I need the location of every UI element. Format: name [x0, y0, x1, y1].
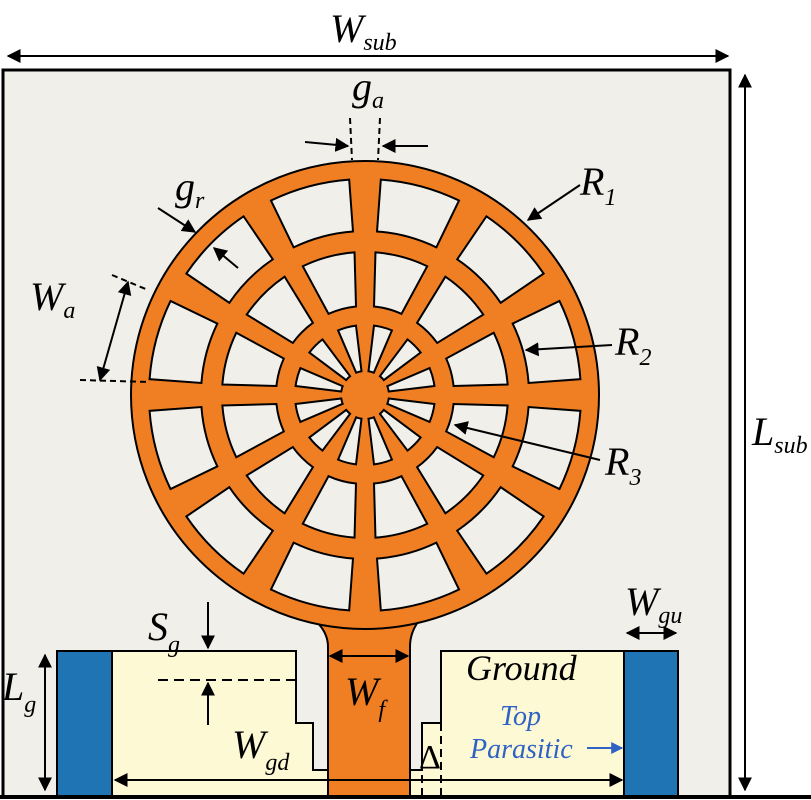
patch-slot [415, 445, 485, 515]
patch-slot [184, 214, 275, 305]
patch-slot [221, 402, 286, 459]
patch-slot [148, 299, 219, 385]
patch-slot [386, 397, 436, 424]
label-w-a: Wa [30, 274, 75, 324]
patch-slot [378, 408, 423, 453]
label-delta: Δ [419, 739, 441, 776]
patch-slot [372, 251, 429, 316]
patch-slot [245, 275, 315, 345]
patch-slot [375, 541, 461, 612]
patch-slot [294, 397, 344, 424]
patch-slot [444, 331, 509, 388]
patch-slot [378, 337, 423, 382]
parasitic-right [623, 650, 679, 798]
g-a-arrow-left [304, 137, 350, 152]
patch-slot [294, 366, 344, 393]
patch-slot [455, 214, 546, 305]
patch-slot [511, 299, 582, 385]
label-w-sub: Wsub [330, 6, 397, 56]
patch-slot [269, 541, 355, 612]
label-s-g: Sg [148, 604, 180, 658]
patch-slot [375, 178, 461, 249]
label-l-g: Lg [1, 664, 36, 718]
label-top: Top [500, 701, 541, 732]
patch-slot [301, 474, 358, 539]
patch-slot [455, 485, 546, 576]
label-l-sub: Lsub [751, 409, 808, 459]
patch-slot [307, 408, 352, 453]
patch-slot [245, 445, 315, 515]
label-w-gu: Wgu [625, 579, 682, 629]
label-w-gd: Wgd [232, 722, 290, 776]
patch-slot [372, 474, 429, 539]
patch-slot [148, 405, 219, 491]
ground-plane [111, 650, 329, 798]
label-r3: R3 [604, 439, 641, 491]
patch-slot [367, 324, 394, 374]
patch-slot [386, 366, 436, 393]
patch-slot [307, 337, 352, 382]
label-g-r: gr [175, 164, 205, 214]
patch-slot [301, 251, 358, 316]
label-g-a: ga [352, 64, 384, 114]
patch-disk [130, 160, 600, 630]
patch-slot [269, 178, 355, 249]
label-w-f: Wf [345, 669, 388, 723]
patch-slot [184, 485, 275, 576]
patch-slot [367, 416, 394, 466]
patch-slot [221, 331, 286, 388]
label-parasitic: Parasitic [469, 734, 573, 765]
patch-slot [336, 324, 363, 374]
label-r1: R1 [579, 159, 616, 211]
patch-slot [415, 275, 485, 345]
parasitic-left [56, 650, 113, 798]
patch-slot [336, 416, 363, 466]
label-ground: Ground [466, 648, 578, 688]
label-r2: R2 [614, 319, 651, 371]
